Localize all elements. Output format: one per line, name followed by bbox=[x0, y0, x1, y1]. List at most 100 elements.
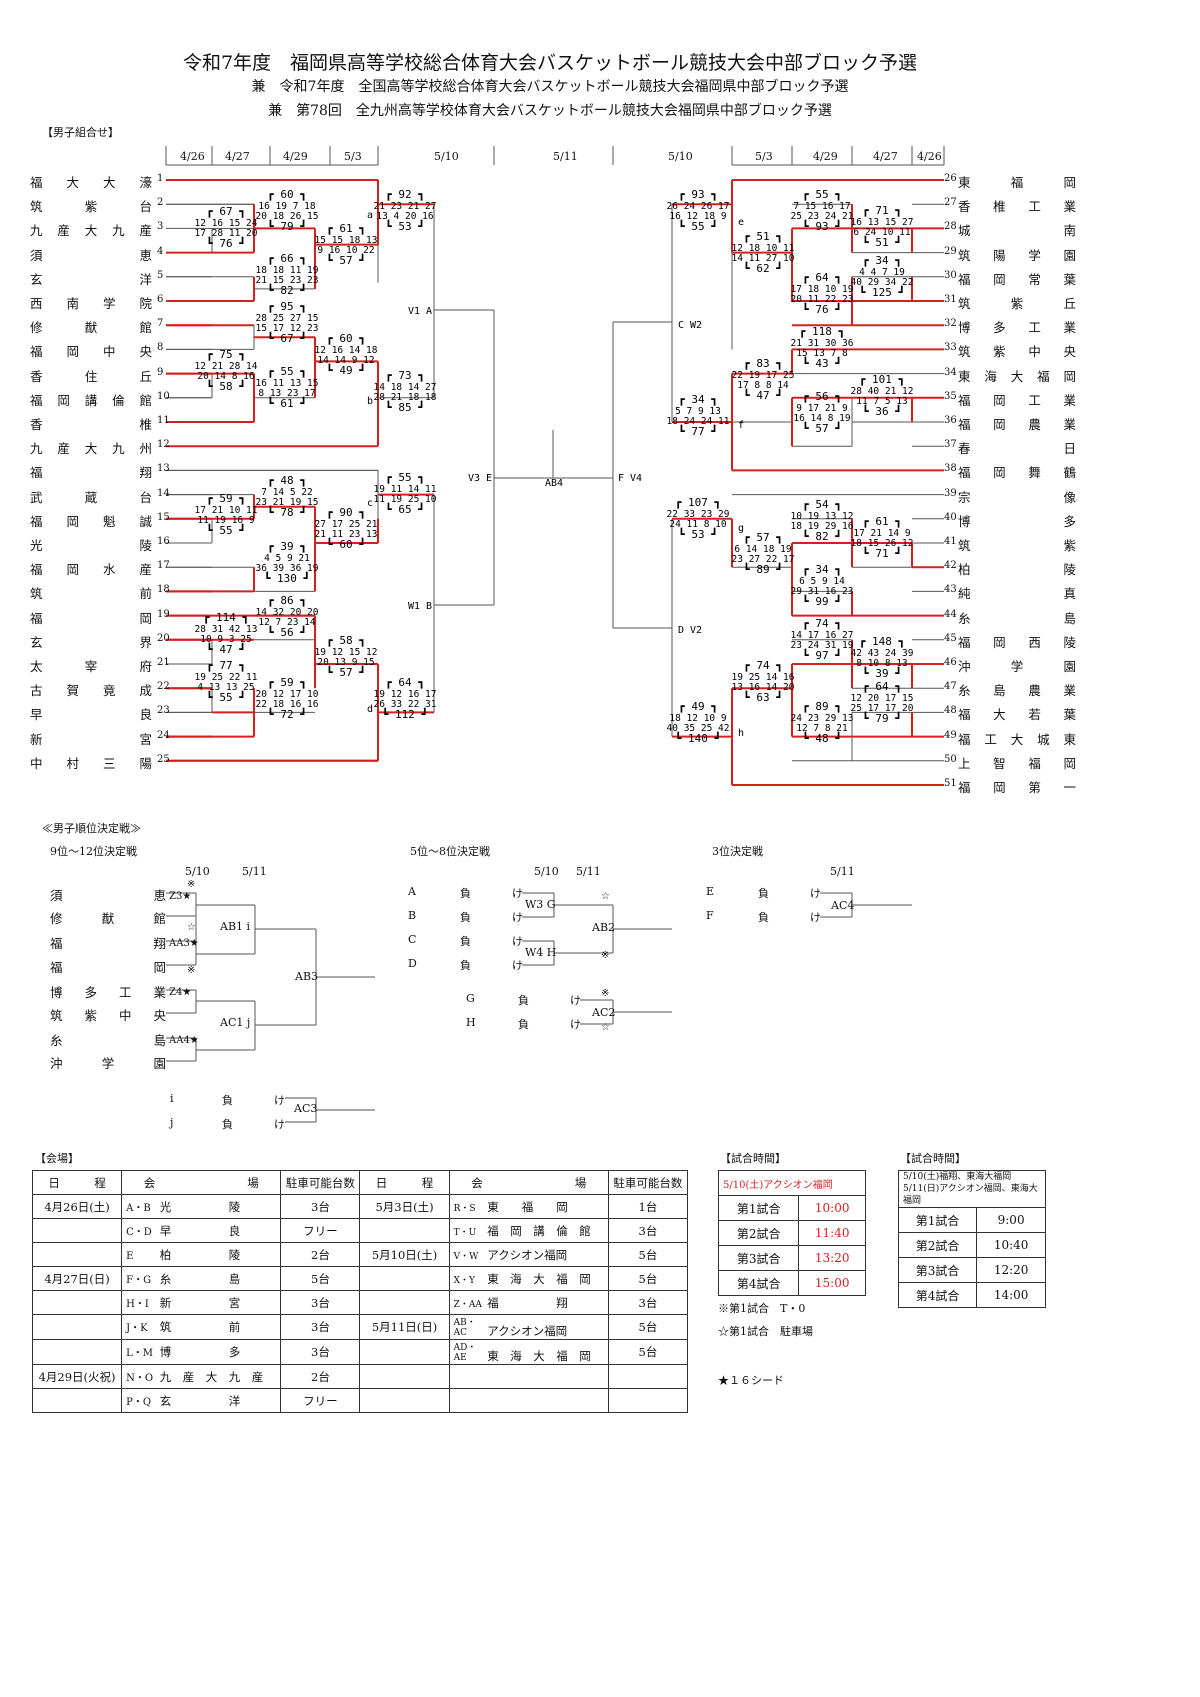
score-total-top: ┏ 83 ┓ bbox=[743, 357, 783, 370]
ranking-label: AB2 bbox=[592, 921, 616, 934]
venue-date bbox=[359, 1339, 450, 1365]
score-total-top: ┏ 107 ┓ bbox=[675, 496, 721, 509]
char: 台 bbox=[139, 199, 152, 215]
team-name-right: 純真 bbox=[958, 583, 1076, 602]
char: 九 bbox=[112, 223, 125, 239]
times-value: 12:20 bbox=[976, 1257, 1046, 1283]
venue-name: 光 陵 bbox=[159, 1199, 241, 1214]
score-total-bottom: ┗ 77 ┛ bbox=[678, 424, 718, 438]
score-total-bottom: ┗ 60 ┛ bbox=[326, 537, 366, 551]
date-right: 5/10 bbox=[668, 150, 693, 163]
venue-name: 福 岡 講 倫 館 bbox=[487, 1223, 591, 1238]
team-number: 10 bbox=[157, 390, 170, 402]
score-quarters-top: 28 25 27 15 bbox=[256, 313, 319, 324]
char: 福 bbox=[30, 513, 43, 529]
times-label: 第2試合 bbox=[717, 1220, 800, 1246]
score-quarters-top: 17 18 10 19 bbox=[791, 284, 854, 295]
date-right: 5/3 bbox=[755, 150, 773, 163]
team-number: 15 bbox=[157, 511, 170, 523]
score-total-top: ┏ 61 ┓ bbox=[326, 222, 366, 235]
venue-place: X・Y 東 海 大 福 岡 bbox=[448, 1266, 609, 1291]
team-number: 29 bbox=[944, 245, 957, 257]
venue-parking: 3台 bbox=[607, 1218, 689, 1243]
ranking-text: け bbox=[570, 994, 581, 1007]
venue-date bbox=[31, 1314, 123, 1340]
char: 業 bbox=[153, 985, 166, 1000]
char: 福 bbox=[958, 271, 971, 287]
match-label-b: b bbox=[367, 396, 373, 407]
ranking-seed-label: Z4★ bbox=[169, 987, 192, 998]
ranking-key: H bbox=[466, 1016, 476, 1029]
char: 園 bbox=[1063, 659, 1076, 674]
char: 葉 bbox=[1063, 271, 1076, 287]
char: 岡 bbox=[993, 392, 1006, 408]
char: 岡 bbox=[993, 465, 1006, 481]
score-total-bottom: ┗ 79 ┛ bbox=[267, 219, 307, 233]
venue-place: R・S 東 福 岡 bbox=[448, 1194, 609, 1219]
char: 福 bbox=[958, 780, 971, 795]
team-name-right: 福大若葉 bbox=[958, 704, 1076, 723]
char: 真 bbox=[1063, 586, 1076, 602]
score-quarters-bottom: 36 39 36 19 bbox=[256, 563, 319, 574]
char: 央 bbox=[139, 344, 152, 360]
char: 筑 bbox=[30, 199, 43, 215]
title-line-2: 兼 令和7年度 全国高等学校総合体育大会バスケットボール競技大会福岡県中部ブロッ… bbox=[251, 79, 849, 95]
venue-code: A・B bbox=[126, 1202, 151, 1214]
team-number: 41 bbox=[944, 536, 957, 547]
ranking-mark: ☆ bbox=[601, 1022, 610, 1033]
char: 博 bbox=[958, 513, 971, 529]
venue-header: 駐車可能台数 bbox=[607, 1170, 689, 1195]
times-value: 13:20 bbox=[798, 1245, 866, 1271]
times2-title: 【試合時間】 bbox=[900, 1152, 966, 1165]
team-number: 14 bbox=[157, 487, 170, 499]
date-left: 4/27 bbox=[225, 150, 250, 163]
score-total-top: ┏ 89 ┓ bbox=[802, 700, 842, 713]
ranking-key: B bbox=[408, 909, 417, 922]
team-number: 37 bbox=[944, 439, 957, 451]
char: 福 bbox=[1028, 755, 1041, 771]
venue-title: 【会場】 bbox=[35, 1152, 79, 1165]
times-label: 第3試合 bbox=[717, 1245, 800, 1271]
char: 中 bbox=[30, 755, 43, 771]
score-total-top: ┏ 114 ┓ bbox=[203, 611, 249, 624]
ranking-loser-text: 負 bbox=[222, 1094, 233, 1107]
venue-code: R・S bbox=[453, 1203, 476, 1214]
char: 福 bbox=[30, 175, 43, 190]
char: 住 bbox=[84, 368, 98, 384]
char: 大 bbox=[66, 175, 79, 190]
char: 九 bbox=[112, 441, 125, 457]
ranking-key: E bbox=[706, 885, 715, 898]
team-number: 13 bbox=[157, 463, 170, 475]
char: 福 bbox=[50, 936, 63, 951]
team-number: 24 bbox=[157, 729, 170, 741]
score-quarters-bottom: 15 13 7 8 bbox=[796, 348, 848, 359]
venue-parking: 5台 bbox=[607, 1314, 689, 1340]
score-quarters-top: 18 12 10 9 bbox=[669, 713, 726, 724]
score-total-top: ┏ 71 ┓ bbox=[862, 204, 902, 217]
ranking-text: け bbox=[512, 935, 523, 948]
char: 上 bbox=[958, 755, 971, 771]
team-name-right: 沖学園 bbox=[958, 656, 1076, 675]
score-quarters-bottom: 20 13 9 15 bbox=[317, 657, 374, 668]
char: 宮 bbox=[139, 731, 152, 747]
char: 工 bbox=[1028, 199, 1041, 215]
char: 業 bbox=[1063, 320, 1076, 336]
times-label: 第2試合 bbox=[897, 1232, 978, 1258]
venue-name: 東 海 大 福 岡 bbox=[487, 1349, 591, 1363]
score-total-bottom: ┗ 47 ┛ bbox=[743, 388, 783, 402]
times-value: 11:40 bbox=[798, 1220, 866, 1246]
score-quarters-top: 19 25 14 16 bbox=[732, 672, 795, 683]
char: 若 bbox=[1028, 707, 1041, 723]
team-number: 30 bbox=[944, 269, 957, 281]
char: 柏 bbox=[958, 562, 971, 578]
char: 恵 bbox=[139, 247, 152, 263]
score-quarters-bottom: 13 4 20 16 bbox=[376, 211, 433, 222]
score-quarters-bottom: 28 21 18 18 bbox=[374, 392, 437, 403]
venue-date bbox=[359, 1266, 450, 1291]
char: 誠 bbox=[139, 513, 152, 529]
score-quarters-bottom: 17 8 8 14 bbox=[737, 380, 789, 391]
char: 武 bbox=[30, 489, 43, 505]
char: 福 bbox=[30, 610, 43, 626]
score-quarters-top: 12 20 17 15 bbox=[851, 693, 914, 704]
score-total-top: ┏ 60 ┓ bbox=[326, 332, 366, 345]
